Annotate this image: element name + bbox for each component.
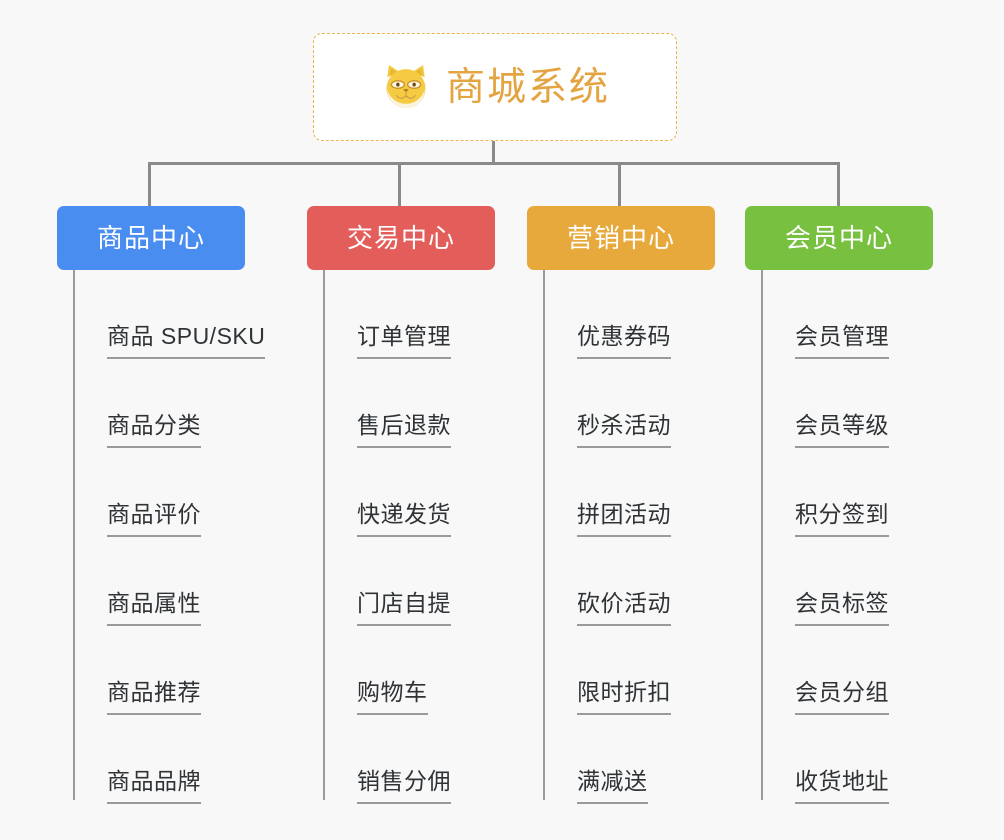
- leaf-label: 秒杀活动: [577, 411, 671, 438]
- column-spine: [761, 270, 763, 800]
- leaf-item[interactable]: 砍价活动: [543, 537, 671, 626]
- leaf-label: 订单管理: [357, 322, 451, 349]
- leaf-label: 砍价活动: [577, 589, 671, 616]
- shiba-dog-icon: [386, 65, 426, 109]
- leaf-label: 优惠券码: [577, 322, 671, 349]
- connector-drop-1: [148, 162, 151, 207]
- connector-drop-2: [398, 162, 401, 207]
- leaf-label: 积分签到: [795, 500, 889, 527]
- leaf-item[interactable]: 满减送: [543, 715, 648, 804]
- leaf-label: 会员分组: [795, 678, 889, 705]
- leaf-item[interactable]: 积分签到: [761, 448, 889, 537]
- leaf-label: 门店自提: [357, 589, 451, 616]
- category-box-product-center[interactable]: 商品中心: [57, 206, 245, 270]
- category-label: 会员中心: [784, 223, 893, 253]
- category-box-trade-center[interactable]: 交易中心: [307, 206, 495, 270]
- leaf-item[interactable]: 商品属性: [73, 537, 201, 626]
- column-spine: [323, 270, 325, 800]
- leaf-item[interactable]: 购物车: [323, 626, 428, 715]
- leaf-item[interactable]: 优惠券码: [543, 270, 671, 359]
- category-label: 营销中心: [566, 223, 675, 253]
- category-label: 商品中心: [96, 223, 205, 253]
- leaf-item[interactable]: 售后退款: [323, 359, 451, 448]
- leaf-label: 商品 SPU/SKU: [107, 322, 266, 349]
- category-box-marketing-center[interactable]: 营销中心: [527, 206, 715, 270]
- leaf-label: 拼团活动: [577, 500, 671, 527]
- leaf-label: 会员管理: [795, 322, 889, 349]
- leaf-item[interactable]: 商品推荐: [73, 626, 201, 715]
- leaf-label: 会员标签: [795, 589, 889, 616]
- leaf-label: 满减送: [577, 767, 648, 794]
- leaf-item[interactable]: 订单管理: [323, 270, 451, 359]
- leaf-item[interactable]: 会员管理: [761, 270, 889, 359]
- leaf-item[interactable]: 商品评价: [73, 448, 201, 537]
- column-spine: [543, 270, 545, 800]
- connector-horizontal-bus: [148, 162, 840, 165]
- root-node[interactable]: 商城系统: [313, 33, 677, 141]
- leaf-label: 商品推荐: [107, 678, 201, 705]
- category-label: 交易中心: [346, 223, 455, 253]
- root-title: 商城系统: [445, 65, 610, 109]
- leaf-label: 商品分类: [107, 411, 201, 438]
- connector-drop-3: [618, 162, 621, 207]
- leaf-item[interactable]: 商品分类: [73, 359, 201, 448]
- leaf-label: 购物车: [357, 678, 428, 705]
- leaf-label: 快递发货: [357, 500, 451, 527]
- leaf-label: 销售分佣: [357, 767, 451, 794]
- leaf-item[interactable]: 会员分组: [761, 626, 889, 715]
- leaf-item[interactable]: 会员标签: [761, 537, 889, 626]
- leaf-item[interactable]: 销售分佣: [323, 715, 451, 804]
- leaf-item[interactable]: 收货地址: [761, 715, 889, 804]
- leaf-label: 会员等级: [795, 411, 889, 438]
- leaf-item[interactable]: 门店自提: [323, 537, 451, 626]
- column-spine: [73, 270, 75, 800]
- connector-root-stem: [492, 141, 495, 165]
- leaf-label: 商品属性: [107, 589, 201, 616]
- leaf-label: 商品评价: [107, 500, 201, 527]
- leaf-item[interactable]: 秒杀活动: [543, 359, 671, 448]
- category-box-member-center[interactable]: 会员中心: [745, 206, 933, 270]
- leaf-item[interactable]: 快递发货: [323, 448, 451, 537]
- leaf-item[interactable]: 拼团活动: [543, 448, 671, 537]
- leaf-item[interactable]: 商品 SPU/SKU: [73, 270, 266, 359]
- connector-drop-4: [837, 162, 840, 207]
- leaf-label: 商品品牌: [107, 767, 201, 794]
- leaf-label: 售后退款: [357, 411, 451, 438]
- leaf-item[interactable]: 商品品牌: [73, 715, 201, 804]
- leaf-item[interactable]: 会员等级: [761, 359, 889, 448]
- leaf-item[interactable]: 限时折扣: [543, 626, 671, 715]
- leaf-label: 限时折扣: [577, 678, 671, 705]
- leaf-label: 收货地址: [795, 767, 889, 794]
